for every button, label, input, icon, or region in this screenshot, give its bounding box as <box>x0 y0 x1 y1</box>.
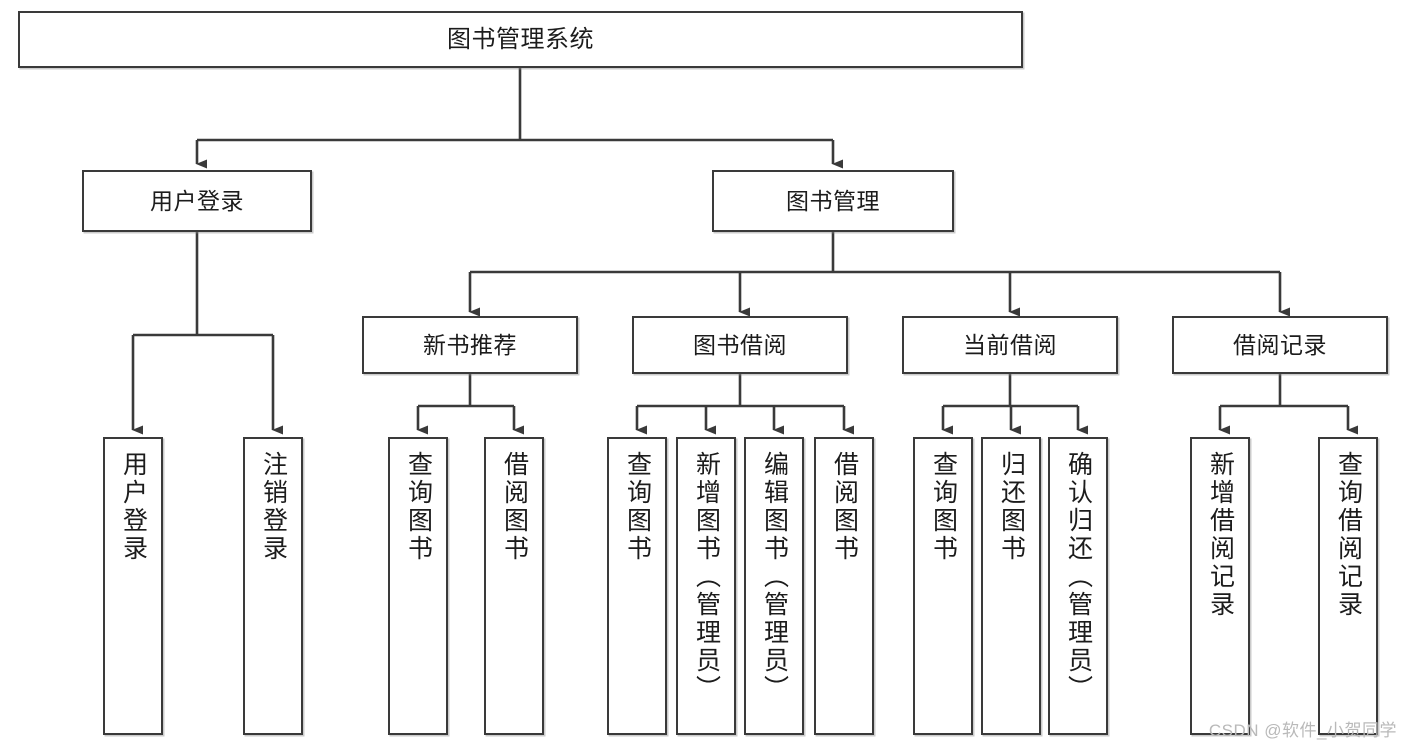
node-current-borrow[interactable]: 当前借阅 <box>902 316 1118 374</box>
node-borrow-records[interactable]: 借阅记录 <box>1172 316 1388 374</box>
node-label: 新增图书（管理员） <box>692 451 721 703</box>
node-label: 查询图书 <box>623 451 652 563</box>
leaf-confirm-return-admin[interactable]: 确认归还（管理员） <box>1048 437 1108 735</box>
leaf-logout[interactable]: 注销登录 <box>243 437 303 735</box>
leaf-borrow-book[interactable]: 借阅图书 <box>814 437 874 735</box>
leaf-add-book-admin[interactable]: 新增图书（管理员） <box>676 437 736 735</box>
node-label: 当前借阅 <box>963 331 1057 358</box>
node-label: 注销登录 <box>259 451 288 563</box>
node-label: 借阅记录 <box>1233 331 1327 358</box>
node-label: 确认归还（管理员） <box>1064 451 1093 703</box>
node-label: 归还图书 <box>997 451 1026 563</box>
node-label: 图书管理 <box>786 187 880 214</box>
leaf-user-login[interactable]: 用户登录 <box>103 437 163 735</box>
node-label: 查询图书 <box>929 451 958 563</box>
node-book-borrow[interactable]: 图书借阅 <box>632 316 848 374</box>
node-new-book-recommend[interactable]: 新书推荐 <box>362 316 578 374</box>
leaf-edit-book-admin[interactable]: 编辑图书（管理员） <box>744 437 804 735</box>
leaf-query-book-borrow[interactable]: 查询图书 <box>607 437 667 735</box>
node-label: 借阅图书 <box>500 451 529 563</box>
csdn-watermark: CSDN @软件_小贺同学 <box>1208 721 1397 740</box>
leaf-add-borrow-record[interactable]: 新增借阅记录 <box>1190 437 1250 735</box>
node-user-login[interactable]: 用户登录 <box>82 170 312 232</box>
node-label: 图书管理系统 <box>447 25 594 53</box>
node-book-management[interactable]: 图书管理 <box>712 170 954 232</box>
leaf-borrow-book-new[interactable]: 借阅图书 <box>484 437 544 735</box>
node-label: 查询借阅记录 <box>1334 451 1363 619</box>
node-label: 图书借阅 <box>693 331 787 358</box>
node-label: 借阅图书 <box>830 451 859 563</box>
leaf-query-borrow-record[interactable]: 查询借阅记录 <box>1318 437 1378 735</box>
leaf-return-book[interactable]: 归还图书 <box>981 437 1041 735</box>
node-label: 新增借阅记录 <box>1206 451 1235 619</box>
leaf-query-book-new[interactable]: 查询图书 <box>388 437 448 735</box>
node-label: 用户登录 <box>119 451 148 563</box>
node-label: 用户登录 <box>150 187 244 214</box>
leaf-query-book-current[interactable]: 查询图书 <box>913 437 973 735</box>
node-label: 新书推荐 <box>423 331 517 358</box>
node-root-book-management-system[interactable]: 图书管理系统 <box>18 11 1023 68</box>
node-label: 查询图书 <box>404 451 433 563</box>
node-label: 编辑图书（管理员） <box>760 451 789 703</box>
